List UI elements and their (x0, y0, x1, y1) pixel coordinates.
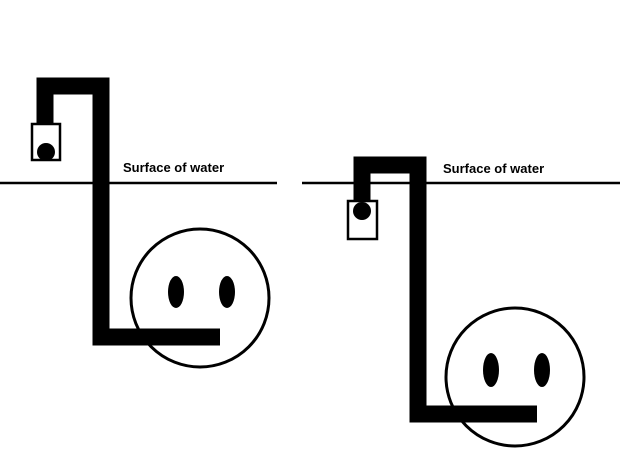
snorkel-valve-ball (353, 202, 371, 220)
face-right-eye (219, 276, 235, 308)
face-left-eye (483, 353, 499, 387)
face-right-eye (534, 353, 550, 387)
snorkel-valve-ball (37, 143, 55, 161)
snorkel-valve (346, 199, 379, 241)
water-surface-label: Surface of water (443, 161, 544, 176)
face (444, 306, 586, 448)
panel-right: Surface of water (302, 156, 620, 448)
snorkel-tube (36, 77, 220, 346)
face-outline (129, 227, 271, 369)
panel-left: Surface of water (0, 77, 277, 369)
face-left-eye (168, 276, 184, 308)
snorkel-valve (30, 122, 62, 162)
snorkel-tube (353, 156, 537, 423)
face (129, 227, 271, 369)
face-outline (444, 306, 586, 448)
water-surface-label: Surface of water (123, 160, 224, 175)
